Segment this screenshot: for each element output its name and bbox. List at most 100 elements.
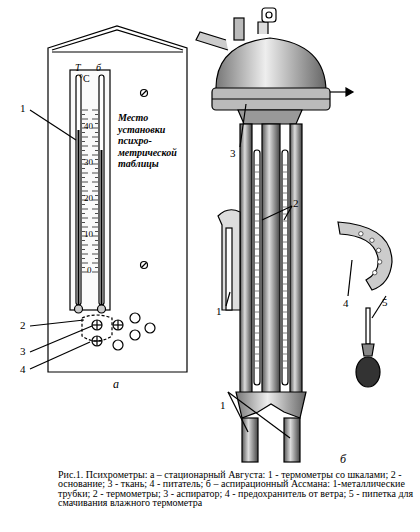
scale-tick (283, 347, 287, 348)
scale-tick (283, 172, 287, 173)
guard-hole (370, 238, 374, 242)
scale-tick (283, 207, 287, 208)
scale-tick (95, 186, 98, 187)
scale-tick (82, 249, 85, 250)
callout-number: 1 (216, 306, 222, 317)
scale-tick (95, 168, 98, 169)
scale-tick (82, 182, 88, 183)
scale-tick (255, 333, 259, 334)
scale-tick (82, 222, 85, 223)
scale-tick (82, 209, 88, 210)
scale-tick (95, 249, 98, 250)
scale-tick (255, 319, 259, 320)
scale-tick (283, 263, 287, 264)
scale-number: 20 (84, 194, 93, 203)
scale-number: 30 (84, 158, 93, 167)
scale-number: 40 (84, 122, 93, 131)
scale-tick (283, 165, 287, 166)
callout-number: 5 (382, 297, 388, 308)
scale-tick (255, 291, 259, 292)
scale-tick (255, 312, 259, 313)
guard-hole (359, 232, 363, 236)
scale-tick (283, 249, 287, 250)
scale-tick (283, 291, 287, 292)
callout-number: 4 (20, 364, 26, 375)
scale-tick (82, 146, 88, 147)
scale-tick (92, 137, 98, 138)
scale-tick (283, 284, 287, 285)
scale-tick (82, 218, 88, 219)
scale-tick (255, 221, 259, 222)
scale-tick (82, 245, 88, 246)
scale-tick (82, 177, 85, 178)
figure-caption: Рис.1. Психрометры: а – стационарный Авг… (58, 470, 414, 508)
scale-tick (283, 270, 287, 271)
scale-tick (82, 204, 85, 205)
scale-tick (255, 361, 259, 362)
guard-hole (376, 248, 380, 252)
callout-number: 2 (293, 198, 299, 209)
scale-tick (283, 179, 287, 180)
scale-tick (82, 155, 88, 156)
scale-tick (283, 277, 287, 278)
scale-tick (82, 267, 85, 268)
scale-tick (255, 235, 259, 236)
scale-tick (82, 254, 88, 255)
callout-number: 1 (20, 103, 26, 114)
scale-tick (283, 186, 287, 187)
scale-tick (92, 110, 98, 111)
scale-tick (92, 209, 98, 210)
scale-tick (283, 221, 287, 222)
scale-number: 0 (87, 266, 92, 275)
scale-tick (255, 270, 259, 271)
scale-tick (82, 186, 85, 187)
scale-tick (283, 235, 287, 236)
scale-tick (283, 305, 287, 306)
scale-tick (255, 263, 259, 264)
scale-tick (255, 277, 259, 278)
scale-tick (92, 173, 98, 174)
scale-tick (283, 256, 287, 257)
scale-tick (92, 227, 98, 228)
callout-number: 1 (220, 400, 226, 411)
callout-number: 4 (343, 298, 349, 309)
scale-tick (255, 165, 259, 166)
scale-tick (95, 123, 98, 124)
scale-tick (255, 200, 259, 201)
scale-tick (255, 298, 259, 299)
scale-tick (255, 347, 259, 348)
scale-tick (95, 195, 98, 196)
scale-tick (95, 204, 98, 205)
scale-tick (283, 214, 287, 215)
scale-tick (82, 141, 85, 142)
scale-tick (283, 228, 287, 229)
scale-tick (283, 361, 287, 362)
scale-tick (95, 258, 98, 259)
scale-tick (255, 256, 259, 257)
scale-tick (95, 141, 98, 142)
scale-tick (82, 173, 88, 174)
scale-tick (95, 231, 98, 232)
figure-letter: б (340, 453, 346, 465)
scale-tick (255, 326, 259, 327)
scale-tick (283, 319, 287, 320)
scale-tick (255, 179, 259, 180)
scale-tick (82, 168, 85, 169)
scale-tick (95, 240, 98, 241)
scale-tick (92, 218, 98, 219)
scale-tick (82, 240, 85, 241)
scale-tick (255, 214, 259, 215)
scale-tick (92, 191, 98, 192)
scale-number: 10 (84, 230, 93, 239)
scale-tick (95, 159, 98, 160)
scale-tick (82, 258, 85, 259)
scale-tick (82, 213, 85, 214)
scale-tick (92, 155, 98, 156)
scale-tick (82, 137, 88, 138)
note-text: Место установки психро-метрической табли… (118, 112, 182, 170)
scale-tick (82, 114, 85, 115)
scale-tick (92, 254, 98, 255)
scale-tick (82, 191, 88, 192)
